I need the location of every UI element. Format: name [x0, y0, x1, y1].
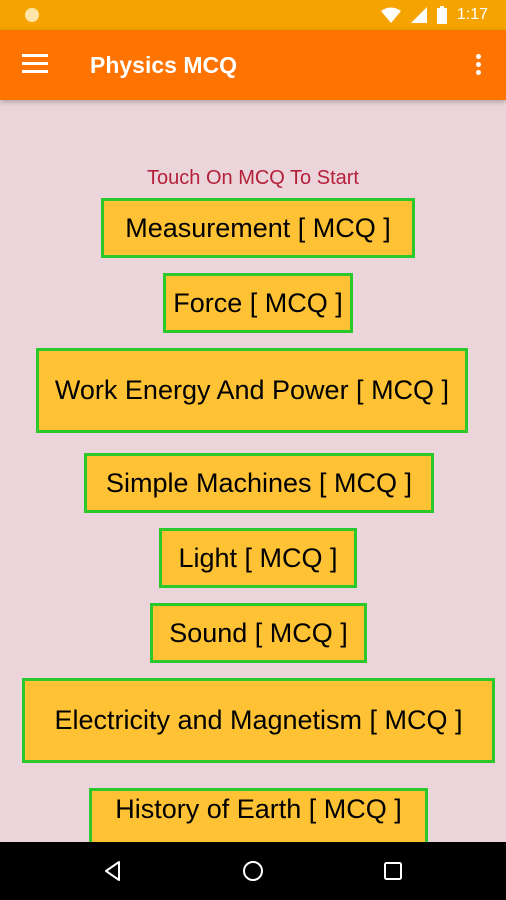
status-icons: 1:17 [380, 5, 488, 25]
mcq-button-measurement[interactable]: Measurement [ MCQ ] [101, 198, 415, 258]
status-time: 1:17 [456, 6, 488, 23]
mcq-button-force[interactable]: Force [ MCQ ] [163, 273, 353, 333]
mcq-button-history-of-earth[interactable]: History of Earth [ MCQ ] [89, 788, 428, 848]
mcq-button-light[interactable]: Light [ MCQ ] [159, 528, 357, 588]
status-bar: 1:17 [0, 0, 506, 30]
app-bar: Physics MCQ [0, 30, 506, 100]
wifi-icon [380, 7, 401, 23]
app-title: Physics MCQ [90, 52, 237, 78]
navigation-bar [0, 842, 506, 900]
back-icon[interactable] [101, 859, 125, 883]
home-icon[interactable] [241, 859, 265, 883]
mcq-button-simple-machines[interactable]: Simple Machines [ MCQ ] [84, 453, 434, 513]
notification-icon [25, 8, 39, 22]
mcq-button-electricity-magnetism[interactable]: Electricity and Magnetism [ MCQ ] [22, 678, 495, 763]
instruction-text: Touch On MCQ To Start [147, 167, 359, 189]
battery-icon [436, 6, 447, 24]
overflow-menu-icon[interactable] [468, 54, 488, 78]
menu-icon[interactable] [22, 54, 48, 76]
signal-icon [410, 7, 427, 23]
mcq-button-sound[interactable]: Sound [ MCQ ] [150, 603, 367, 663]
recents-icon[interactable] [381, 859, 405, 883]
mcq-button-work-energy-power[interactable]: Work Energy And Power [ MCQ ] [36, 348, 468, 433]
